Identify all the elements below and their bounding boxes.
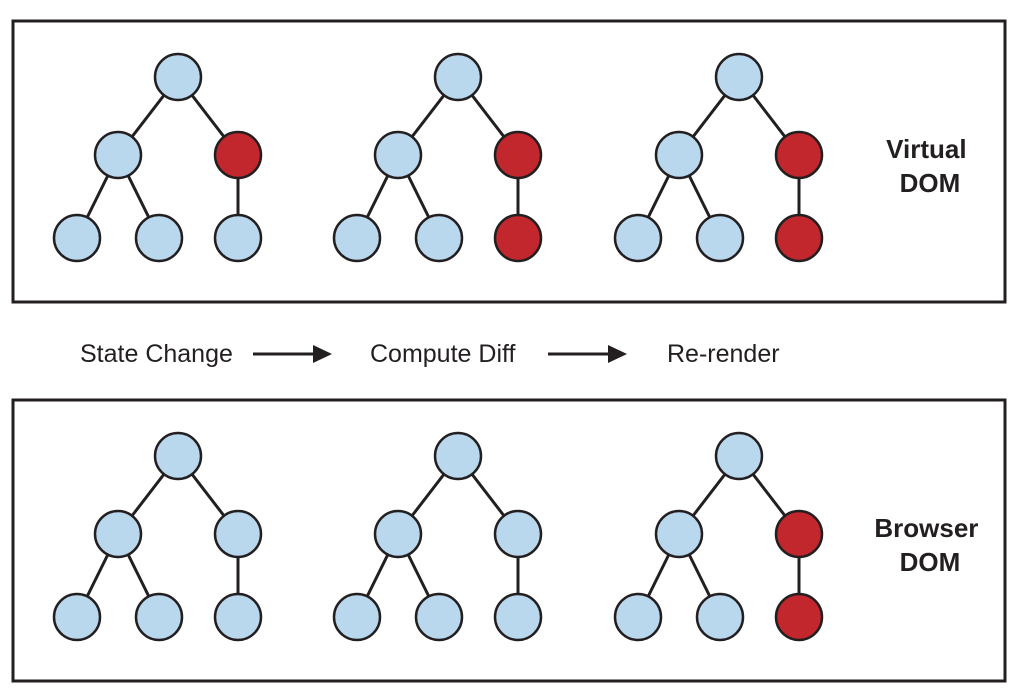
tree-node-leaf-1-unchanged (52, 213, 102, 263)
tree-node-root-unchanged (714, 431, 764, 481)
virtual-dom-panel: Virtual DOM (11, 19, 1007, 304)
arrow-state-change-to-compute-diff (253, 345, 332, 363)
step-compute-diff-label: Compute Diff (370, 340, 515, 368)
tree-node-leaf-1-unchanged (332, 213, 382, 263)
tree-node-right-child-unchanged (493, 509, 543, 559)
tree-node-leaf-3-changed (774, 213, 824, 263)
tree-node-leaf-2-unchanged (414, 592, 464, 642)
tree-node-right-child-changed (774, 130, 824, 180)
tree-node-left-child-unchanged (373, 509, 423, 559)
browser-dom-tree-2 (332, 431, 543, 642)
tree-node-right-child-changed (774, 509, 824, 559)
tree-node-root-unchanged (153, 431, 203, 481)
virtual-dom-tree-1 (52, 52, 263, 263)
arrow-2-head (608, 345, 627, 363)
tree-node-leaf-3-unchanged (213, 592, 263, 642)
arrow-1-head (313, 345, 332, 363)
tree-node-leaf-1-unchanged (613, 213, 663, 263)
tree-node-leaf-3-unchanged (493, 592, 543, 642)
tree-node-left-child-unchanged (654, 509, 704, 559)
tree-node-leaf-2-unchanged (414, 213, 464, 263)
virtual-dom-label-line-2: DOM (900, 168, 961, 198)
tree-node-right-child-changed (213, 130, 263, 180)
tree-node-leaf-3-changed (774, 592, 824, 642)
tree-node-root-unchanged (153, 52, 203, 102)
browser-dom-panel: Browser DOM (11, 398, 1007, 683)
virtual-dom-label: Virtual DOM (886, 134, 974, 198)
step-re-render-label: Re-render (667, 340, 780, 368)
tree-node-leaf-1-unchanged (613, 592, 663, 642)
tree-node-right-child-unchanged (213, 509, 263, 559)
tree-node-leaf-1-unchanged (52, 592, 102, 642)
tree-node-left-child-unchanged (654, 130, 704, 180)
browser-dom-tree-1 (52, 431, 263, 642)
tree-node-root-unchanged (433, 52, 483, 102)
virtual-dom-tree-2 (332, 52, 543, 263)
browser-dom-trees (52, 431, 824, 642)
tree-node-left-child-unchanged (373, 130, 423, 180)
browser-dom-tree-3 (613, 431, 824, 642)
tree-node-leaf-2-unchanged (134, 592, 184, 642)
tree-node-leaf-1-unchanged (332, 592, 382, 642)
arrow-compute-diff-to-re-render (548, 345, 627, 363)
tree-node-left-child-unchanged (93, 509, 143, 559)
tree-node-root-unchanged (433, 431, 483, 481)
tree-node-leaf-2-unchanged (134, 213, 184, 263)
step-state-change-label: State Change (80, 340, 233, 368)
tree-node-leaf-2-unchanged (695, 592, 745, 642)
browser-dom-label: Browser DOM (874, 513, 985, 577)
virtual-dom-tree-3 (613, 52, 824, 263)
tree-node-leaf-3-changed (493, 213, 543, 263)
virtual-dom-trees (52, 52, 824, 263)
tree-node-leaf-2-unchanged (695, 213, 745, 263)
tree-node-root-unchanged (714, 52, 764, 102)
tree-node-leaf-3-unchanged (213, 213, 263, 263)
browser-dom-label-line-1: Browser (874, 513, 978, 543)
browser-dom-label-line-2: DOM (900, 547, 961, 577)
tree-node-left-child-unchanged (93, 130, 143, 180)
virtual-dom-label-line-1: Virtual (886, 134, 966, 164)
tree-node-right-child-changed (493, 130, 543, 180)
step-row: State Change Compute Diff Re-render (80, 340, 780, 368)
